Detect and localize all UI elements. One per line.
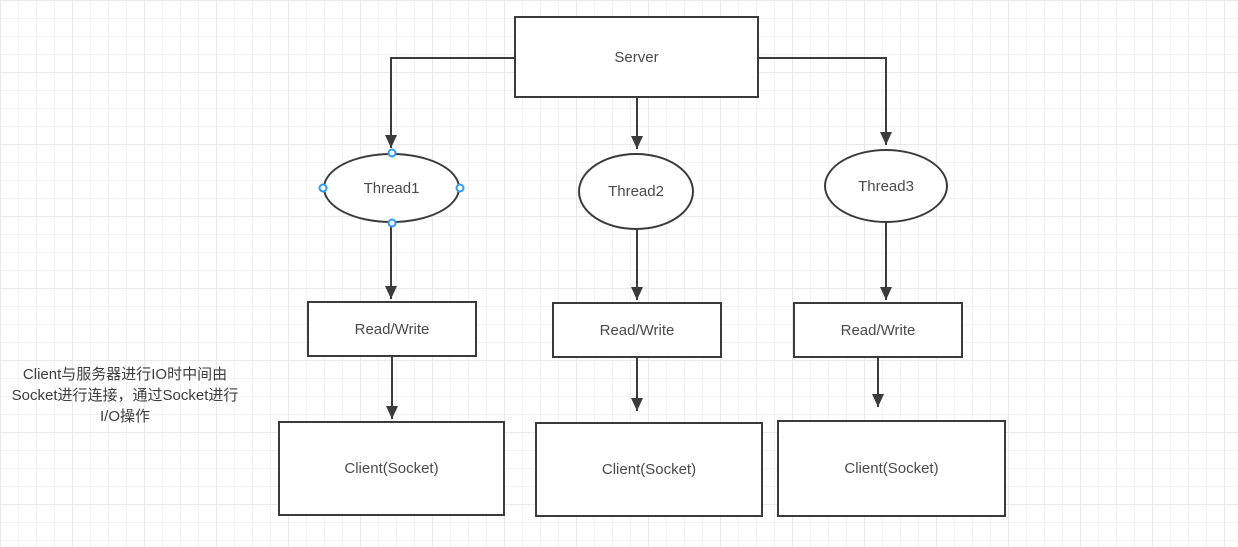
server-label: Server [614, 48, 659, 66]
client2-node[interactable]: Client(Socket) [535, 422, 763, 517]
readwrite1-node[interactable]: Read/Write [307, 301, 477, 357]
readwrite3-node[interactable]: Read/Write [793, 302, 963, 358]
thread2-label: Thread2 [608, 183, 664, 200]
readwrite2-label: Read/Write [599, 321, 675, 339]
thread1-handle-bottom[interactable] [387, 218, 396, 228]
client3-node[interactable]: Client(Socket) [777, 420, 1006, 517]
annotation-line-2: Socket进行连接，通过Socket进行 [11, 387, 239, 404]
thread1-handle-top[interactable] [387, 148, 396, 158]
connector-server-thread3[interactable] [759, 57, 892, 145]
server-node[interactable]: Server [514, 16, 759, 98]
readwrite2-node[interactable]: Read/Write [552, 302, 722, 358]
client1-label: Client(Socket) [344, 460, 439, 477]
thread2-node[interactable]: Thread2 [578, 153, 694, 230]
thread3-node[interactable]: Thread3 [824, 149, 948, 223]
client2-label: Client(Socket) [601, 461, 697, 478]
thread3-label: Thread3 [858, 177, 914, 195]
annotation-line-3: I/O操作 [99, 408, 150, 425]
client3-label: Client(Socket) [844, 460, 939, 477]
connector-server-thread1[interactable] [385, 57, 514, 148]
thread1-node[interactable]: Thread1 [323, 153, 460, 223]
thread1-handle-left[interactable] [318, 183, 328, 193]
annotation-text[interactable]: Client与服务器进行IO时中间由 Socket进行连接，通过Socket进行… [6, 364, 244, 427]
thread1-handle-right[interactable] [455, 183, 465, 193]
annotation-line-1: Client与服务器进行IO时中间由 [22, 366, 228, 383]
client1-node[interactable]: Client(Socket) [278, 421, 505, 516]
thread1-label: Thread1 [363, 179, 420, 197]
readwrite1-label: Read/Write [354, 320, 430, 338]
readwrite3-label: Read/Write [840, 321, 916, 339]
